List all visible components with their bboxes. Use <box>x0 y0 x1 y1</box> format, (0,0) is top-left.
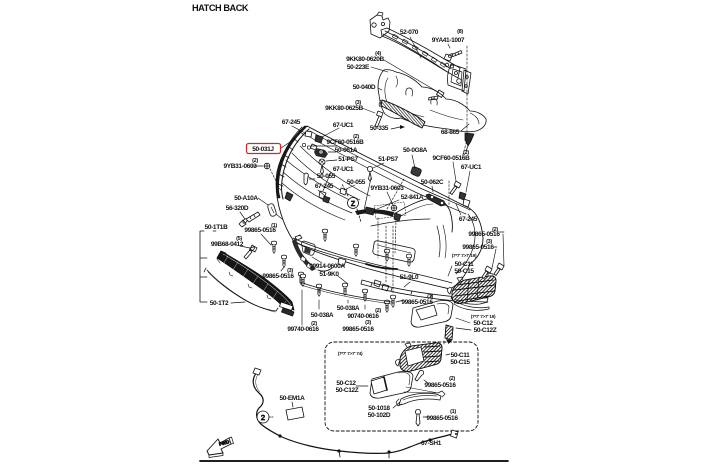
svg-text:(2): (2) <box>375 308 381 314</box>
svg-text:(4): (4) <box>375 51 381 57</box>
svg-text:(3): (3) <box>486 239 492 245</box>
svg-text:(3): (3) <box>365 320 371 326</box>
svg-text:50-055: 50-055 <box>317 173 336 180</box>
svg-text:(2): (2) <box>463 150 469 156</box>
svg-text:50-061A: 50-061A <box>335 147 358 154</box>
svg-text:(7*7' 7>7' 19): (7*7' 7>7' 19) <box>452 253 477 259</box>
svg-text:9KK80-0625B: 9KK80-0625B <box>325 105 363 112</box>
svg-text:67-UC1: 67-UC1 <box>333 122 354 129</box>
svg-text:50-C15: 50-C15 <box>450 359 470 366</box>
svg-text:99865-0516: 99865-0516 <box>401 299 433 306</box>
svg-text:50-1018: 50-1018 <box>368 405 390 412</box>
svg-text:50-C11: 50-C11 <box>451 352 471 359</box>
svg-text:50-EM1A: 50-EM1A <box>279 395 305 402</box>
svg-text:9YB31-0603: 9YB31-0603 <box>224 163 258 170</box>
svg-text:50-1T2: 50-1T2 <box>210 300 229 307</box>
svg-text:67-245: 67-245 <box>315 183 334 190</box>
svg-text:9KK80-0620B: 9KK80-0620B <box>346 56 384 63</box>
svg-text:(2): (2) <box>492 227 498 233</box>
svg-text:(2): (2) <box>252 158 258 164</box>
svg-text:50-C12Z: 50-C12Z <box>474 327 497 334</box>
svg-text:(1): (1) <box>450 409 456 415</box>
svg-text:50-C12: 50-C12 <box>473 320 493 327</box>
svg-text:50-031J: 50-031J <box>252 146 274 153</box>
svg-text:51-PS7: 51-PS7 <box>338 156 358 163</box>
svg-text:99865-0516: 99865-0516 <box>426 415 458 422</box>
svg-text:9CF60-0516B: 9CF60-0516B <box>327 139 365 146</box>
svg-text:99865-0516: 99865-0516 <box>424 382 456 389</box>
svg-text:(7*7' 7>7' 19): (7*7' 7>7' 19) <box>471 314 496 320</box>
svg-text:56-320D: 56-320D <box>226 205 249 212</box>
svg-text:52-070: 52-070 <box>400 29 419 36</box>
svg-text:50-040D: 50-040D <box>353 84 376 91</box>
svg-text:50-055: 50-055 <box>347 179 366 186</box>
svg-text:99865-0516: 99865-0516 <box>468 231 500 238</box>
svg-text:(7*7' 7>7' 74): (7*7' 7>7' 74) <box>338 351 363 357</box>
svg-text:67-UC1: 67-UC1 <box>461 164 482 171</box>
svg-text:50-062C: 50-062C <box>421 179 444 186</box>
svg-text:68-865: 68-865 <box>441 129 460 136</box>
svg-text:50-102D: 50-102D <box>368 412 391 419</box>
svg-text:67-SH1: 67-SH1 <box>421 440 442 447</box>
svg-text:51-PS7: 51-PS7 <box>378 156 398 163</box>
svg-text:(8): (8) <box>457 29 463 35</box>
svg-text:2: 2 <box>261 413 265 422</box>
svg-text:50-038A: 50-038A <box>311 312 334 319</box>
svg-text:HATCH BACK: HATCH BACK <box>192 3 249 13</box>
svg-text:50-223E: 50-223E <box>347 64 370 71</box>
svg-text:99865-0516: 99865-0516 <box>462 244 494 251</box>
svg-text:50-A10A: 50-A10A <box>234 195 258 202</box>
svg-text:99B68-0412: 99B68-0412 <box>211 241 244 248</box>
svg-text:50-335: 50-335 <box>370 125 389 132</box>
svg-text:67-245: 67-245 <box>459 216 478 223</box>
svg-text:50-C12Z: 50-C12Z <box>336 387 359 394</box>
svg-text:50-1T1B: 50-1T1B <box>205 224 228 231</box>
svg-text:99865-0516: 99865-0516 <box>342 326 374 333</box>
svg-text:99865-0516: 99865-0516 <box>244 227 276 234</box>
svg-text:9CF60-0516B: 9CF60-0516B <box>433 155 471 162</box>
svg-text:(3): (3) <box>355 100 361 106</box>
svg-text:(1): (1) <box>271 223 277 229</box>
svg-text:9YA41-1007: 9YA41-1007 <box>432 37 465 44</box>
svg-text:9YB31-0603: 9YB31-0603 <box>371 185 405 192</box>
svg-text:50-0G8A: 50-0G8A <box>403 147 428 154</box>
svg-text:50-C11: 50-C11 <box>455 261 475 268</box>
svg-text:50-038A: 50-038A <box>337 305 360 312</box>
svg-text:99740-0616: 99740-0616 <box>287 326 319 333</box>
svg-text:(2): (2) <box>353 134 359 140</box>
svg-text:Z: Z <box>351 201 356 208</box>
svg-text:(3): (3) <box>287 268 293 274</box>
svg-text:(2): (2) <box>311 321 317 327</box>
svg-text:90740-0616: 90740-0616 <box>347 313 379 320</box>
svg-text:52-841A: 52-841A <box>401 194 424 201</box>
svg-text:67-UC1: 67-UC1 <box>333 166 354 173</box>
svg-text:99865-0516: 99865-0516 <box>262 273 294 280</box>
svg-text:67-245: 67-245 <box>282 119 301 126</box>
svg-text:(2): (2) <box>449 376 455 382</box>
svg-text:50-C12: 50-C12 <box>336 380 356 387</box>
svg-text:99914-0600A: 99914-0600A <box>309 263 345 270</box>
svg-text:50-C15: 50-C15 <box>454 268 474 275</box>
svg-text:(5): (5) <box>236 236 242 242</box>
svg-text:51-9L0: 51-9L0 <box>400 274 419 281</box>
svg-text:51-9K0: 51-9K0 <box>319 271 339 278</box>
svg-text:(1): (1) <box>427 294 433 300</box>
svg-text:FWD: FWD <box>218 439 230 447</box>
